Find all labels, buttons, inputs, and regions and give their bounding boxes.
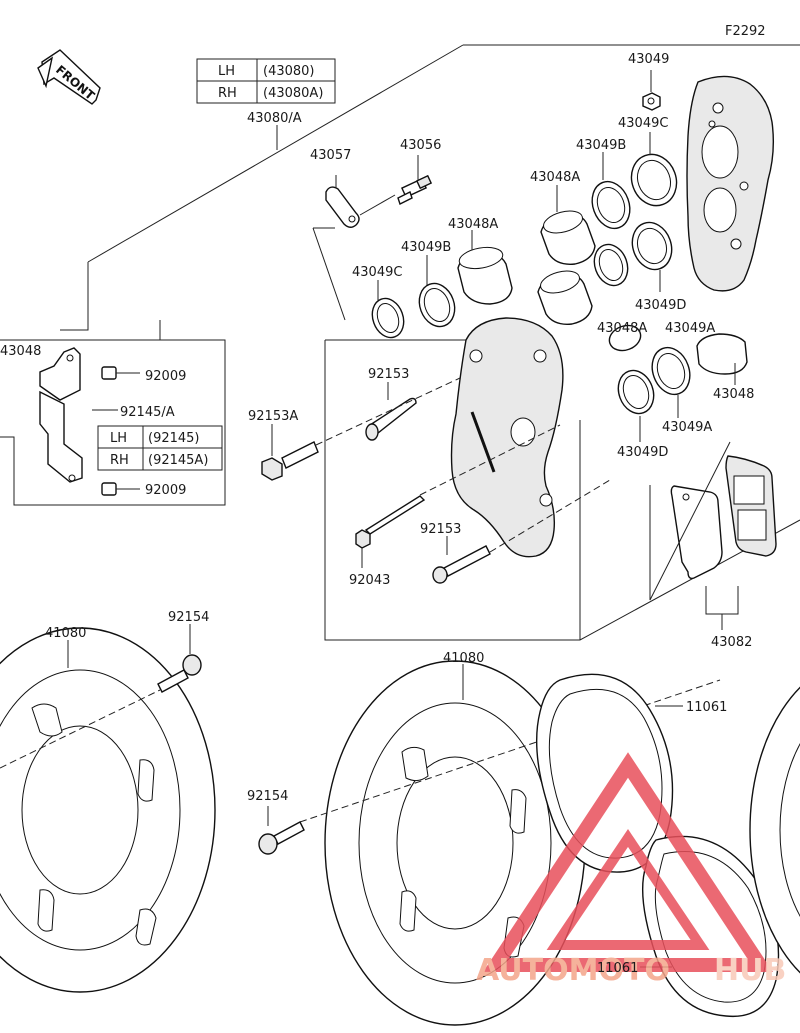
label-92153-top: 92153: [368, 367, 409, 382]
watermark-logo: AUTOMOTO HUB: [476, 752, 786, 988]
seal-43049a-upper: [608, 324, 642, 352]
caliper-lh-code: (43080): [263, 64, 315, 79]
label-43049: 43049: [628, 52, 669, 67]
piston-43048-right: [696, 333, 748, 375]
mounting-bracket-92145: [39, 347, 83, 483]
disc-spacer-11061-top: [535, 673, 674, 873]
bolt-92154-low: [258, 821, 305, 855]
brake-pad-43082-front: [670, 485, 723, 580]
watermark-text-1: AUTOMOTO: [476, 953, 670, 988]
piston-43048a-top: [540, 210, 596, 265]
label-92009-bot: 92009: [145, 483, 186, 498]
label-92009-top: 92009: [145, 369, 186, 384]
piston-43048a-top2: [537, 270, 593, 325]
seal-43049b-mid2: [593, 243, 629, 287]
label-43049d-low: 43049D: [617, 445, 668, 460]
label-43048a-mid: 43048A: [448, 217, 498, 232]
seal-43049d-top: [631, 221, 673, 271]
label-43048a-cut: 43048A: [597, 321, 647, 336]
bleeder-cap-43057: [325, 186, 360, 228]
nut-43049: [642, 92, 661, 111]
label-43049d-top: 43049D: [635, 298, 686, 313]
part-labels: 43049 43049C 43049B 43048A 43056 43057 4…: [0, 52, 754, 976]
caliper-rh-side: RH: [218, 86, 237, 101]
caliper-rh-code: (43080A): [263, 86, 323, 101]
caliper-inner-half: [450, 317, 564, 558]
label-43049b-top: 43049B: [576, 138, 626, 153]
label-92043: 92043: [349, 573, 390, 588]
bolt-92009-top-icon: [101, 366, 140, 380]
label-41080-left: 41080: [45, 626, 86, 641]
bracket-side-table: LH (92145) RH (92145A): [97, 425, 223, 471]
watermark-text-2: HUB: [714, 953, 786, 988]
label-43049c-mid: 43049C: [352, 265, 402, 280]
bracket-lh-code: (92145): [148, 431, 200, 446]
caliper-assembly-outline: [0, 44, 800, 641]
brake-disc-right-partial: [749, 686, 800, 974]
pin-92043: [355, 495, 426, 549]
label-43049a-low: 43049A: [662, 420, 712, 435]
label-43048-left: 43048: [0, 344, 41, 359]
seal-43049d-low: [617, 369, 655, 415]
seal-43049c-top: [630, 153, 678, 207]
bleeder-valve-43056: [397, 174, 433, 205]
caliper-side-table: LH (43080) RH (43080A): [196, 58, 336, 104]
label-92154-low: 92154: [247, 789, 288, 804]
brake-disc-left: [0, 627, 216, 993]
brake-pad-43082-back: [725, 455, 777, 557]
front-arrow-icon: FRONT: [37, 49, 101, 105]
bolt-92009-bot-icon: [101, 482, 140, 496]
seal-43049b-mid: [418, 282, 456, 328]
bolt-92154-top: [157, 654, 202, 693]
bracket-lh-side: LH: [110, 431, 127, 446]
label-43048-right: 43048: [713, 387, 754, 402]
caliper-lh-side: LH: [218, 64, 235, 79]
label-43057: 43057: [310, 148, 351, 163]
label-43049a-top: 43049A: [665, 321, 715, 336]
label-43049b-mid: 43049B: [401, 240, 451, 255]
label-43080a: 43080/A: [247, 111, 302, 126]
label-41080-mid: 41080: [443, 651, 484, 666]
bolt-92153-low: [432, 545, 491, 584]
bolt-92153a: [261, 441, 319, 481]
label-92145a: 92145/A: [120, 405, 175, 420]
label-43082: 43082: [711, 635, 752, 650]
label-11061-low: 11061: [597, 961, 638, 976]
label-43049c-top: 43049C: [618, 116, 668, 131]
bolt-92153-top: [365, 397, 417, 441]
bracket-rh-side: RH: [110, 453, 129, 468]
label-43048a-top: 43048A: [530, 170, 580, 185]
seal-43049c-mid: [371, 297, 405, 339]
piston-43048a-mid: [457, 246, 513, 305]
label-11061-top: 11061: [686, 700, 727, 715]
seal-43049a-low: [651, 346, 691, 396]
bracket-rh-code: (92145A): [148, 453, 208, 468]
caliper-outer-half: [686, 75, 775, 292]
label-92154-top: 92154: [168, 610, 209, 625]
label-92153-low: 92153: [420, 522, 461, 537]
seal-43049b-top: [591, 180, 631, 230]
label-92153a: 92153A: [248, 409, 298, 424]
label-43056: 43056: [400, 138, 441, 153]
figure-code: F2292: [725, 24, 766, 39]
